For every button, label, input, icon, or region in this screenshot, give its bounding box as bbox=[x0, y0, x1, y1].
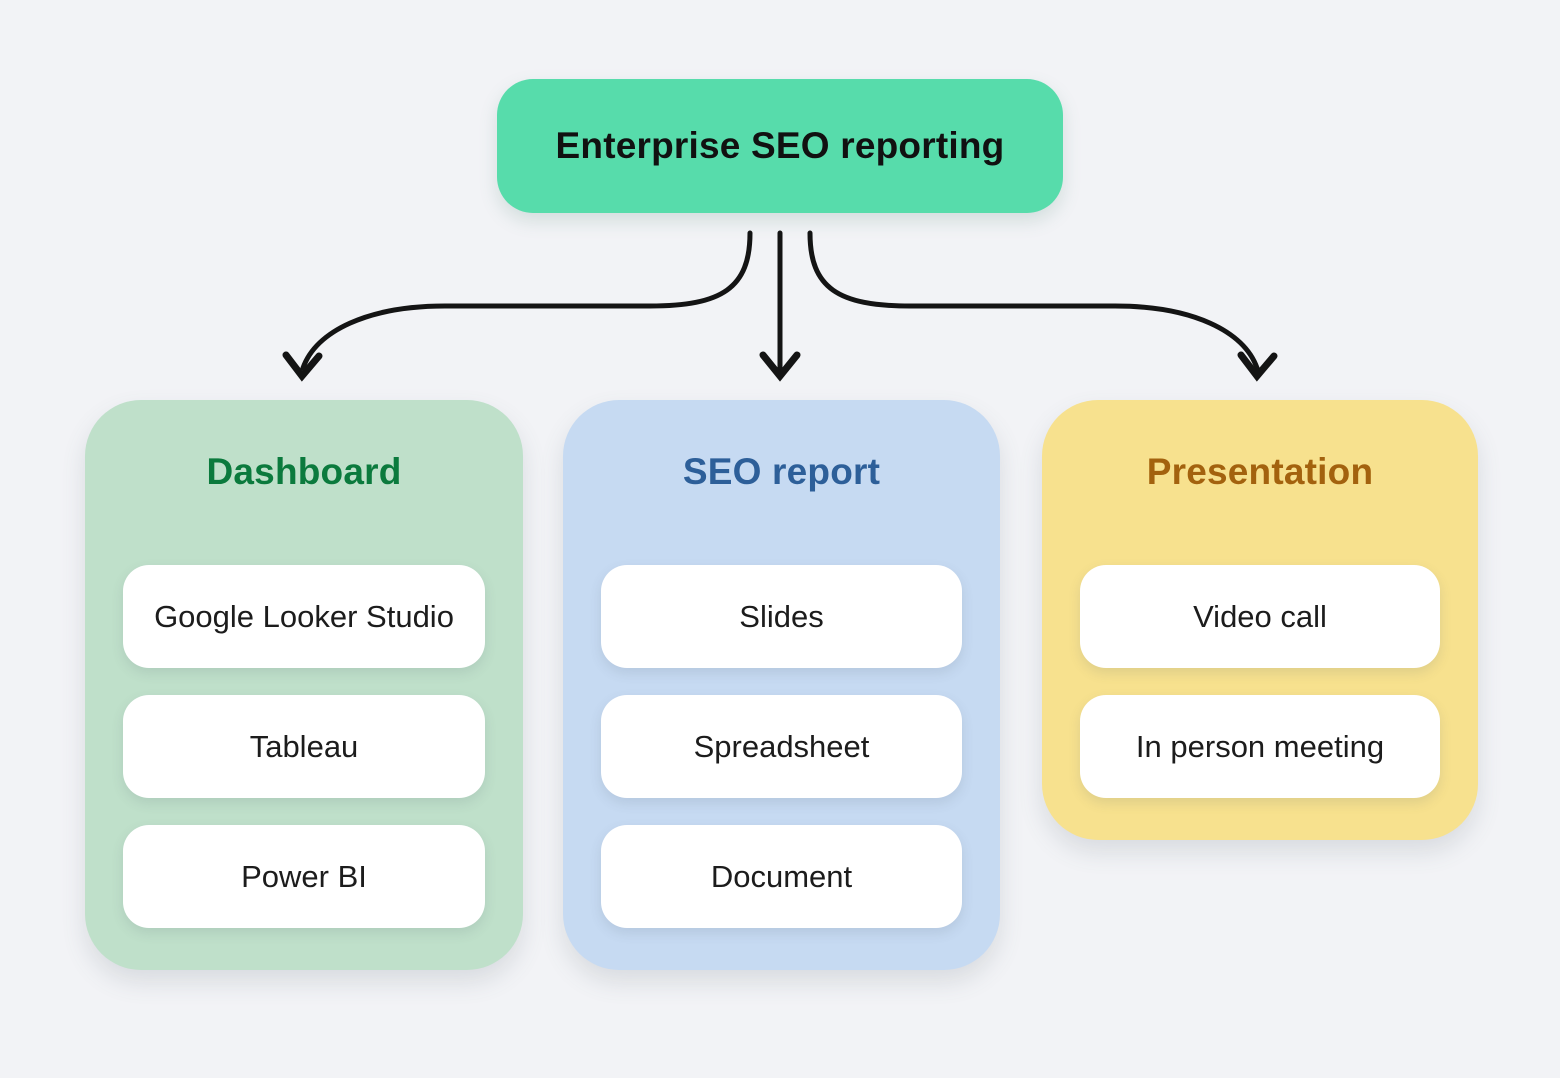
branch-dashboard-title: Dashboard bbox=[206, 451, 402, 492]
leaf-tableau: Tableau bbox=[123, 695, 485, 798]
leaf-google-looker-studio: Google Looker Studio bbox=[123, 565, 485, 668]
leaf-power-bi: Power BI bbox=[123, 825, 485, 928]
leaf-document: Document bbox=[601, 825, 962, 928]
arrow-to-dashboard-icon bbox=[282, 230, 753, 382]
branch-seo-report: SEO report Slides Spreadsheet Document bbox=[563, 400, 1000, 970]
branch-presentation: Presentation Video call In person meetin… bbox=[1042, 400, 1478, 840]
branch-presentation-title: Presentation bbox=[1146, 451, 1374, 492]
branch-dashboard: Dashboard Google Looker Studio Tableau P… bbox=[85, 400, 523, 970]
arrow-to-seo-report-icon bbox=[759, 230, 801, 382]
branch-seo-report-title: SEO report bbox=[682, 451, 881, 492]
root-node: Enterprise SEO reporting bbox=[497, 79, 1063, 213]
leaf-in-person-meeting: In person meeting bbox=[1080, 695, 1440, 798]
leaf-video-call: Video call bbox=[1080, 565, 1440, 668]
leaf-spreadsheet: Spreadsheet bbox=[601, 695, 962, 798]
arrow-to-presentation-icon bbox=[807, 230, 1278, 382]
leaf-slides: Slides bbox=[601, 565, 962, 668]
root-node-label: Enterprise SEO reporting bbox=[555, 125, 1005, 166]
